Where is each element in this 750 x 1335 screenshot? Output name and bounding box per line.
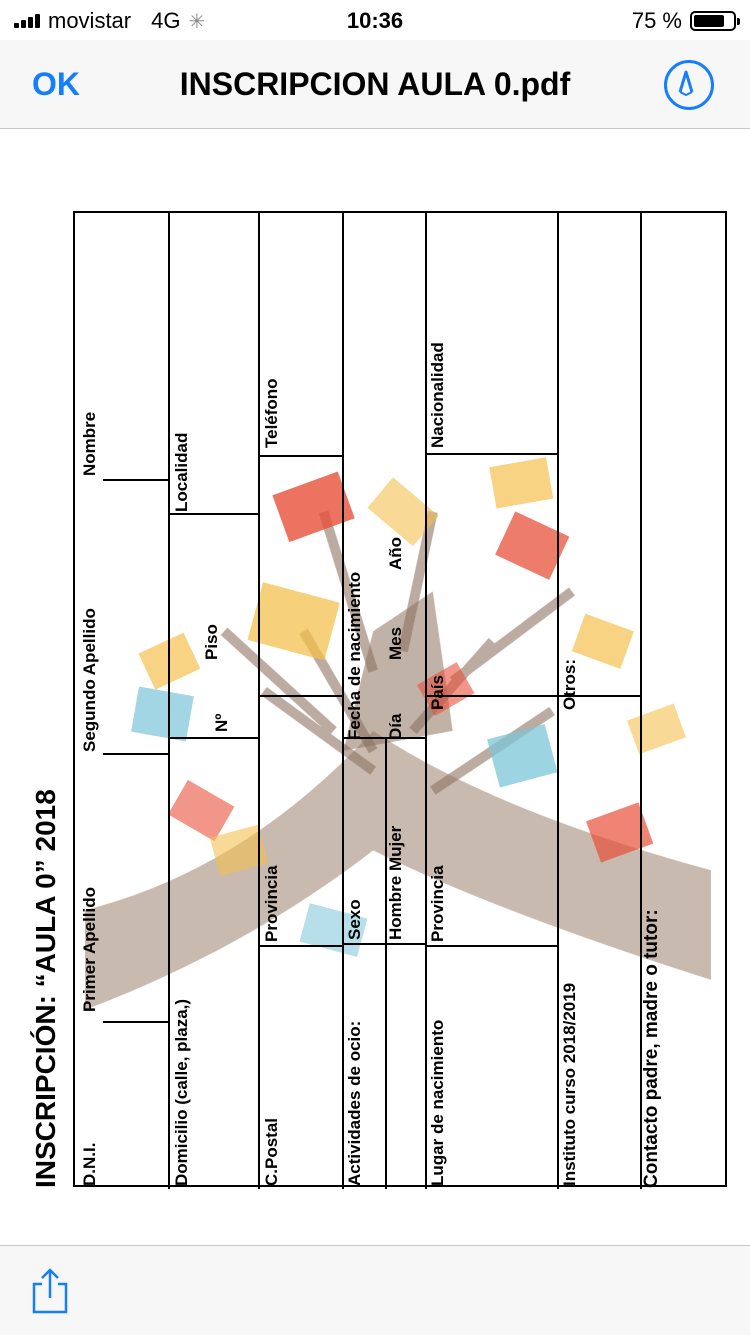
row-divider (168, 513, 258, 515)
row-divider (342, 943, 425, 945)
navigation-bar: OK INSCRIPCION AULA 0.pdf (0, 40, 750, 129)
label-contacto: Contacto padre, madre o tutor: (641, 909, 662, 1188)
row-divider (103, 753, 168, 755)
status-right: 75 % (631, 8, 740, 34)
label-nombre: Nombre (80, 411, 99, 476)
row-divider (258, 695, 342, 697)
row-divider (425, 945, 557, 947)
row-divider (258, 945, 342, 947)
label-dni: D.N.I. (80, 1142, 99, 1186)
label-primer-apellido: Primer Apellido (80, 886, 99, 1012)
row-divider (342, 737, 425, 739)
status-bar: movistar 4G ✳ 10:36 75 % (0, 0, 750, 40)
label-dia: Día (386, 713, 405, 740)
column-divider (258, 213, 260, 1189)
label-cpostal: C.Postal (262, 1117, 281, 1186)
column-divider (640, 213, 642, 1189)
done-button[interactable]: OK (32, 66, 80, 102)
network-type: 4G (151, 8, 181, 33)
document-title: INSCRIPCION AULA 0.pdf (179, 66, 571, 102)
column-divider (342, 213, 344, 1189)
activity-spinner-icon: ✳ (188, 10, 206, 33)
label-anio: Año (386, 536, 405, 570)
label-provincia-nacimiento: Provincia (428, 865, 447, 942)
pdf-page[interactable] (0, 129, 750, 1245)
row-divider (425, 453, 557, 455)
carrier-name: movistar (48, 8, 132, 33)
signal-icon (14, 14, 40, 28)
share-icon[interactable] (32, 1268, 68, 1314)
battery-icon (690, 11, 740, 31)
label-sexo: Sexo (345, 899, 364, 940)
row-divider (103, 1021, 168, 1023)
label-hombre-mujer: Hombre Mujer (386, 825, 405, 940)
row-divider (425, 695, 557, 697)
battery-percent: 75 % (631, 8, 682, 33)
clock: 10:36 (346, 8, 404, 33)
row-divider (168, 737, 258, 739)
label-numero: Nº (212, 713, 231, 733)
label-otros: Otros: (560, 659, 579, 710)
column-divider (557, 213, 559, 1189)
label-lugar-nacimiento: Lugar de nacimiento (428, 1019, 447, 1186)
label-fecha-nacimiento: Fecha de nacimiento (345, 571, 364, 740)
row-divider (258, 455, 342, 457)
label-telefono: Teléfono (262, 378, 281, 448)
label-localidad: Localidad (172, 432, 191, 512)
label-instituto: Instituto curso 2018/2019 (560, 982, 579, 1186)
markup-pen-icon[interactable] (664, 60, 714, 110)
label-actividades: Actividades de ocio: (345, 1020, 364, 1186)
label-domicilio: Domicilio (calle, plaza,) (172, 998, 191, 1186)
form-heading: INSCRIPCIÓN: “AULA 0” 2018 (30, 789, 61, 1188)
bottom-toolbar (0, 1245, 750, 1335)
label-provincia: Provincia (262, 865, 281, 942)
label-pais: País (428, 675, 447, 710)
column-divider (385, 737, 387, 1189)
label-segundo-apellido: Segundo Apellido (80, 608, 99, 752)
registration-form (73, 211, 727, 1189)
label-nacionalidad: Nacionalidad (428, 342, 447, 448)
column-divider (168, 213, 170, 1189)
status-left: movistar 4G ✳ (14, 8, 205, 34)
label-mes: Mes (386, 626, 405, 660)
row-divider (557, 695, 640, 697)
column-divider (425, 213, 427, 1189)
label-piso: Piso (202, 624, 221, 660)
row-divider (103, 479, 168, 481)
